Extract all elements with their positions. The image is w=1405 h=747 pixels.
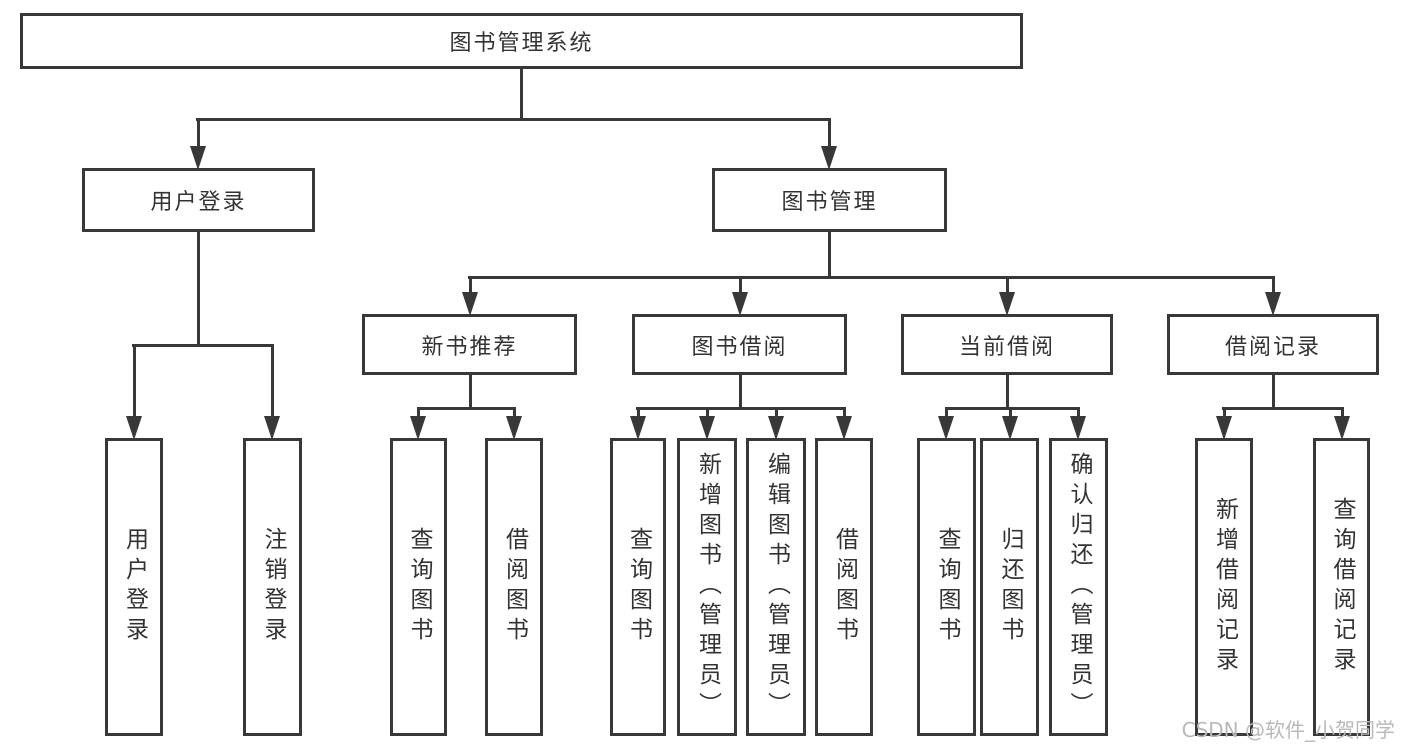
connector-bookborrow-stem xyxy=(739,375,742,407)
arrowhead-leaf-query-record xyxy=(1334,416,1350,440)
connector-to-book-borrow xyxy=(739,276,742,294)
connector-root-branch xyxy=(196,118,831,121)
leaf-confirm-return-admin: 确认归还（管理员） xyxy=(1049,438,1108,736)
leaf-query-books-recommend: 查询图书 xyxy=(390,438,447,736)
leaf-add-borrow-record: 新增借阅记录 xyxy=(1195,438,1253,736)
leaf-edit-book-admin-label: 编辑图书（管理员） xyxy=(763,452,790,722)
leaf-edit-book-admin: 编辑图书（管理员） xyxy=(746,438,806,736)
connector-bookmgmt-branch xyxy=(468,276,1275,279)
node-root-system: 图书管理系统 xyxy=(20,13,1023,69)
leaf-borrow-books-borrow-label: 借阅图书 xyxy=(831,527,858,647)
connector-borrowrecords-branch xyxy=(1222,407,1344,410)
node-new-book-recommend: 新书推荐 xyxy=(362,314,577,375)
connector-userlogin-branch xyxy=(132,344,274,347)
connector-bookmgmt-stem xyxy=(828,232,831,276)
arrowhead-leaf-confirm-return xyxy=(1070,416,1086,440)
arrowhead-user-login xyxy=(190,146,206,170)
leaf-query-borrow-record-label: 查询借阅记录 xyxy=(1329,497,1355,677)
leaf-query-books-borrow-label: 查询图书 xyxy=(625,527,652,647)
leaf-add-borrow-record-label: 新增借阅记录 xyxy=(1211,497,1238,677)
node-user-login-label: 用户登录 xyxy=(150,190,247,215)
connector-root-stem xyxy=(520,69,523,118)
node-new-book-recommend-label: 新书推荐 xyxy=(421,334,518,360)
leaf-query-books-recommend-label: 查询图书 xyxy=(406,527,432,647)
leaf-confirm-return-admin-label: 确认归还（管理员） xyxy=(1066,452,1092,722)
connector-to-leaf-query2 xyxy=(637,407,640,418)
connector-to-leaf-edit-book xyxy=(775,407,778,418)
leaf-logout-label: 注销登录 xyxy=(260,527,286,647)
node-book-management: 图书管理 xyxy=(712,168,947,232)
connector-to-leaf-confirm-return xyxy=(1077,407,1080,418)
leaf-query-books-current: 查询图书 xyxy=(917,438,976,736)
arrowhead-current-borrow xyxy=(999,292,1015,316)
connector-borrowrecords-stem xyxy=(1272,375,1275,407)
node-borrow-records-label: 借阅记录 xyxy=(1224,334,1321,360)
connector-to-leaf-query1 xyxy=(417,407,420,418)
leaf-query-books-current-label: 查询图书 xyxy=(934,527,960,647)
node-borrow-records: 借阅记录 xyxy=(1167,314,1379,375)
connector-to-leaf-borrow1 xyxy=(513,407,516,418)
arrowhead-leaf-return xyxy=(1002,416,1018,440)
connector-currentborrow-stem xyxy=(1006,375,1009,407)
connector-bookborrow-branch xyxy=(636,407,846,410)
connector-newbook-branch xyxy=(417,407,516,410)
connector-to-new-book xyxy=(469,276,472,294)
arrowhead-leaf-query2 xyxy=(630,416,646,440)
arrowhead-leaf-query1 xyxy=(410,416,426,440)
node-book-borrow: 图书借阅 xyxy=(632,314,847,375)
arrowhead-new-book xyxy=(462,292,478,316)
node-book-management-label: 图书管理 xyxy=(781,190,878,215)
leaf-return-books-label: 归还图书 xyxy=(997,527,1023,647)
arrowhead-leaf-login xyxy=(126,416,142,440)
connector-to-leaf-login xyxy=(133,344,136,418)
connector-to-leaf-query-record xyxy=(1341,407,1344,418)
arrowhead-leaf-borrow2 xyxy=(836,416,852,440)
connector-to-leaf-add-record xyxy=(1223,407,1226,418)
node-current-borrow: 当前借阅 xyxy=(901,314,1113,375)
node-book-borrow-label: 图书借阅 xyxy=(691,334,788,360)
csdn-watermark: CSDN @软件_小贺同学 xyxy=(1181,718,1395,742)
arrowhead-leaf-edit-book xyxy=(768,416,784,440)
leaf-query-books-borrow: 查询图书 xyxy=(610,438,666,736)
connector-userlogin-stem xyxy=(197,232,200,344)
leaf-query-borrow-record: 查询借阅记录 xyxy=(1313,438,1370,736)
arrowhead-leaf-add-book xyxy=(699,416,715,440)
arrowhead-leaf-borrow1 xyxy=(506,416,522,440)
arrowhead-leaf-add-record xyxy=(1216,416,1232,440)
leaf-return-books: 归还图书 xyxy=(980,438,1039,736)
connector-to-user-login xyxy=(197,118,200,148)
leaf-user-login: 用户登录 xyxy=(105,438,163,736)
node-root-label: 图书管理系统 xyxy=(449,31,594,56)
arrowhead-book-borrow xyxy=(732,292,748,316)
connector-to-leaf-borrow2 xyxy=(843,407,846,418)
leaf-borrow-books-recommend: 借阅图书 xyxy=(485,438,543,736)
connector-to-leaf-query3 xyxy=(945,407,948,418)
connector-to-leaf-logout xyxy=(271,344,274,418)
leaf-user-login-label: 用户登录 xyxy=(121,527,148,647)
connector-to-current-borrow xyxy=(1006,276,1009,294)
leaf-borrow-books-borrow: 借阅图书 xyxy=(815,438,873,736)
arrowhead-book-management xyxy=(821,146,837,170)
connector-currentborrow-branch xyxy=(945,407,1080,410)
arrowhead-borrow-records xyxy=(1265,292,1281,316)
leaf-add-book-admin: 新增图书（管理员） xyxy=(677,438,737,736)
node-user-login: 用户登录 xyxy=(82,168,315,232)
leaf-logout: 注销登录 xyxy=(243,438,302,736)
connector-to-book-management xyxy=(828,118,831,148)
connector-to-leaf-return xyxy=(1009,407,1012,418)
connector-to-leaf-add-book xyxy=(706,407,709,418)
connector-newbook-stem xyxy=(469,375,472,407)
arrowhead-leaf-query3 xyxy=(938,416,954,440)
arrowhead-leaf-logout xyxy=(264,416,280,440)
connector-to-borrow-records xyxy=(1272,276,1275,294)
leaf-add-book-admin-label: 新增图书（管理员） xyxy=(694,452,721,722)
leaf-borrow-books-recommend-label: 借阅图书 xyxy=(501,527,528,647)
node-current-borrow-label: 当前借阅 xyxy=(958,334,1055,360)
